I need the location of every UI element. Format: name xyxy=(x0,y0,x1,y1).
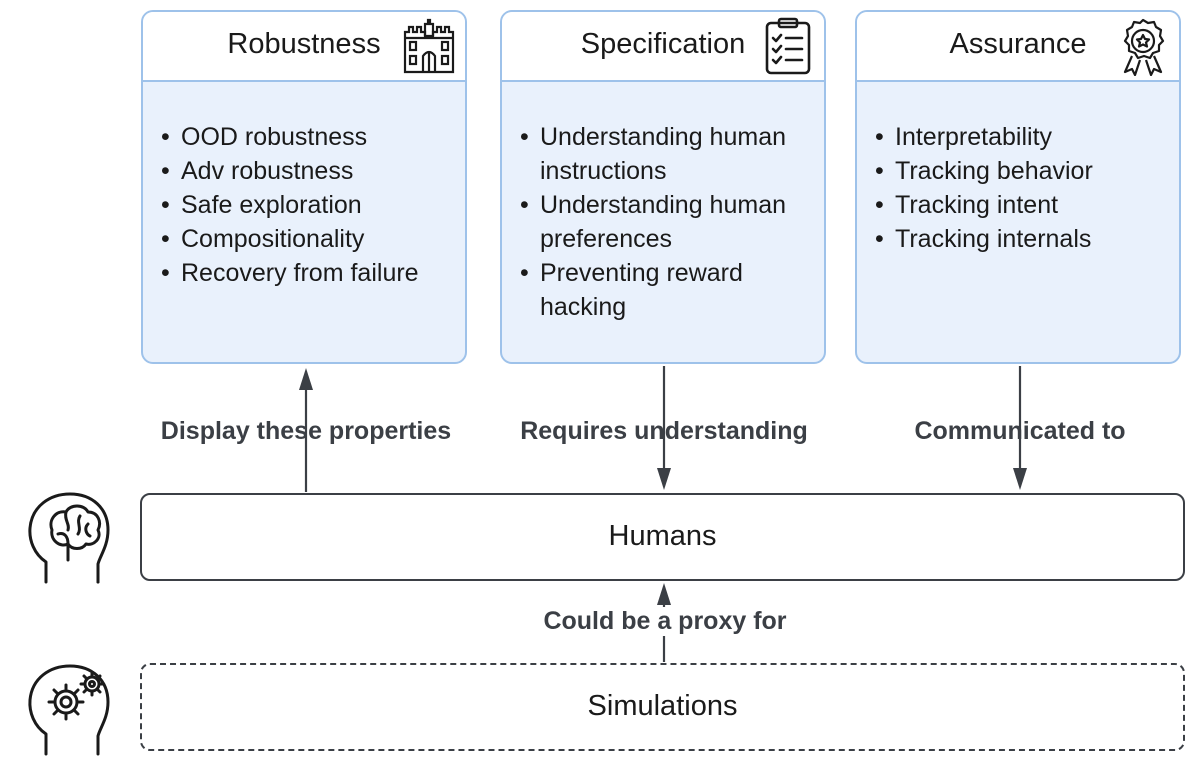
list-item: OOD robustness xyxy=(161,120,453,154)
gear-head-icon xyxy=(28,664,110,756)
list-item: Tracking internals xyxy=(875,222,1167,256)
assurance-title: Assurance xyxy=(949,28,1087,60)
humans-label: Humans xyxy=(608,520,717,552)
robustness-list: OOD robustness Adv robustness Safe explo… xyxy=(143,82,465,290)
list-item: Tracking intent xyxy=(875,188,1167,222)
specification-card: Specification Understanding human instru… xyxy=(500,10,826,364)
specification-header: Specification xyxy=(502,12,824,82)
humans-box: Humans xyxy=(140,493,1185,581)
list-item: Safe exploration xyxy=(161,188,453,222)
edge-label-requires: Requires understanding xyxy=(520,417,808,445)
simulations-label: Simulations xyxy=(587,690,738,722)
award-ribbon-icon xyxy=(1123,18,1165,76)
list-item: Interpretability xyxy=(875,120,1167,154)
arrowhead-up xyxy=(657,583,671,605)
assurance-card: Assurance Interpretability Tracking beha… xyxy=(855,10,1181,364)
list-item: Adv robustness xyxy=(161,154,453,188)
specification-title: Specification xyxy=(580,28,746,60)
edge-label-display: Display these properties xyxy=(160,417,452,445)
simulations-box: Simulations xyxy=(140,663,1185,751)
arrowhead-down xyxy=(657,468,671,490)
list-item: Understanding human instructions xyxy=(520,120,812,188)
list-item: Preventing reward hacking xyxy=(520,256,812,324)
list-item: Understanding human preferences xyxy=(520,188,812,256)
brain-head-icon xyxy=(28,492,110,584)
castle-icon xyxy=(403,18,455,74)
robustness-card: Robustness OOD robustness Adv robustness… xyxy=(141,10,467,364)
arrowhead-down xyxy=(1013,468,1027,490)
robustness-title: Robustness xyxy=(227,28,381,60)
arrowhead-up xyxy=(299,368,313,390)
checklist-clipboard-icon xyxy=(765,17,811,75)
assurance-header: Assurance xyxy=(857,12,1179,82)
list-item: Recovery from failure xyxy=(161,256,453,290)
list-item: Tracking behavior xyxy=(875,154,1167,188)
specification-list: Understanding human instructions Underst… xyxy=(502,82,824,324)
assurance-list: Interpretability Tracking behavior Track… xyxy=(857,82,1179,256)
robustness-header: Robustness xyxy=(143,12,465,82)
edge-label-communicated: Communicated to xyxy=(914,417,1126,445)
edge-label-proxy: Could be a proxy for xyxy=(500,607,830,636)
list-item: Compositionality xyxy=(161,222,453,256)
